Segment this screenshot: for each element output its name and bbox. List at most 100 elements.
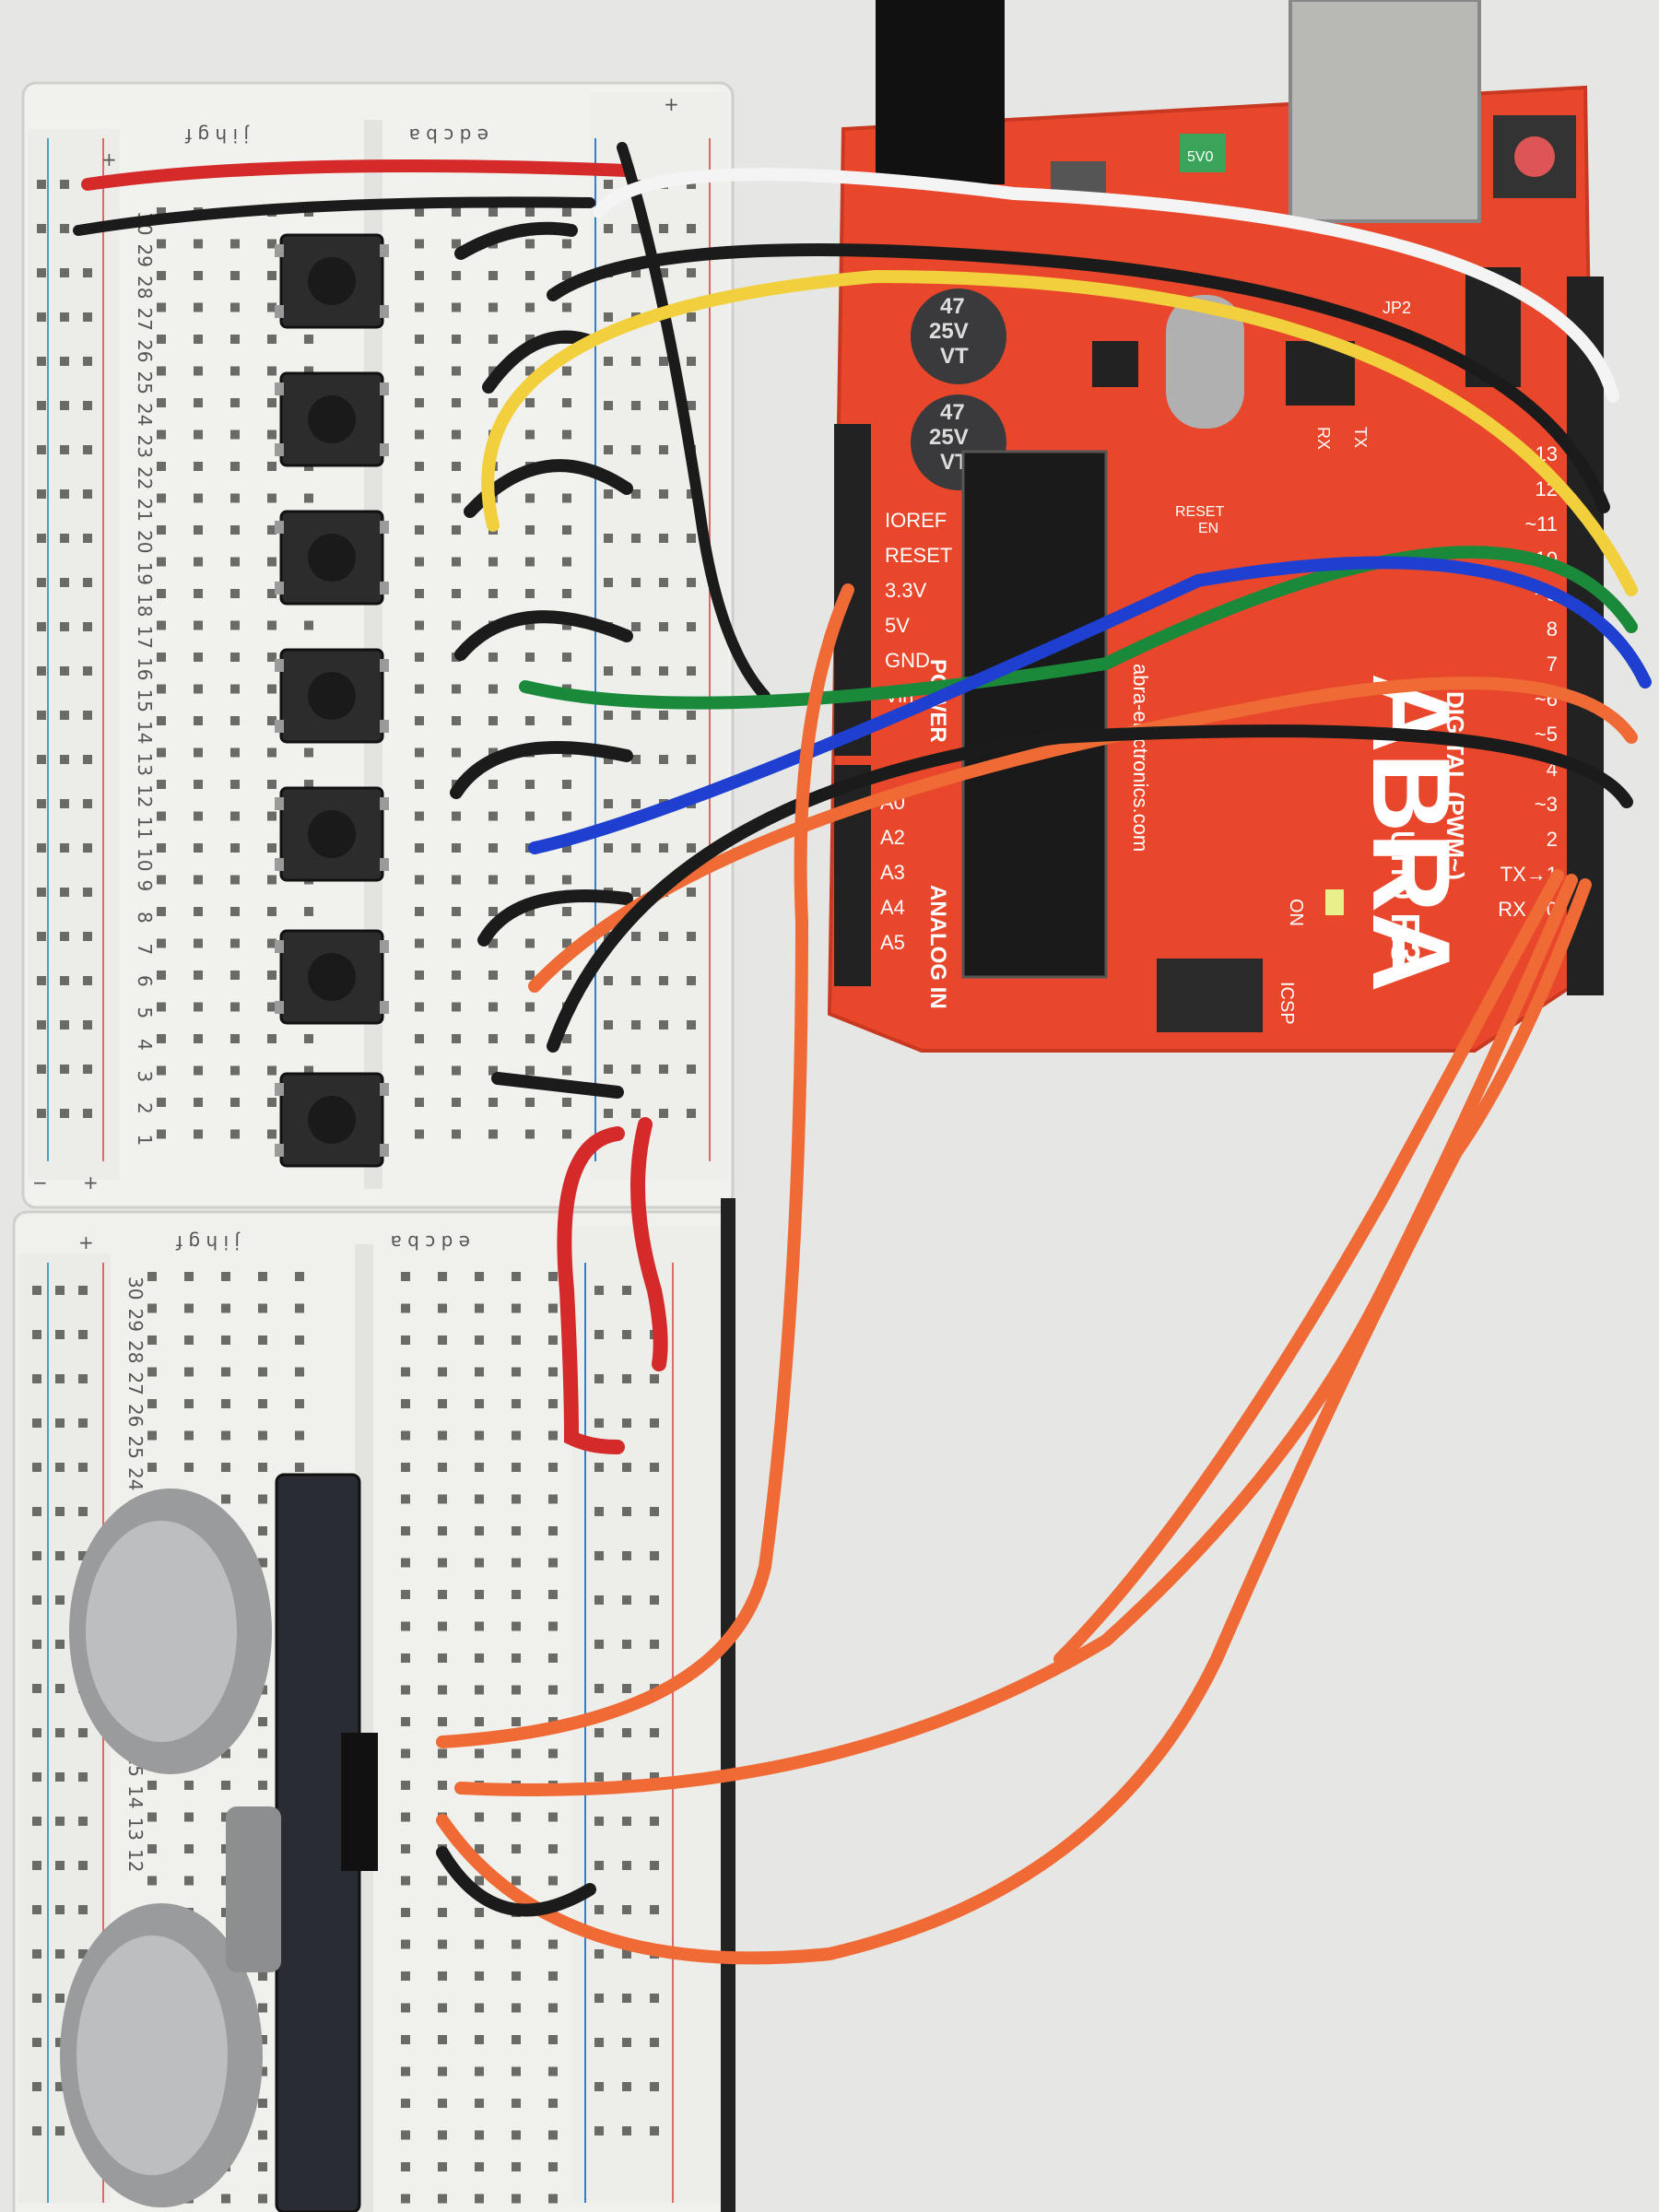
row-number: 28	[134, 276, 156, 299]
row-number: 4	[134, 1039, 156, 1051]
row-number: 22	[134, 466, 156, 489]
rx-label: RX	[1314, 427, 1333, 450]
pin-label: GND	[885, 649, 930, 672]
breadboard-top-row-numbers: 3029282726252423222120191817161514131211…	[134, 212, 156, 1146]
push-button[interactable]	[275, 233, 389, 329]
wire-red-jumper-1	[557, 1126, 625, 1454]
row-number: 2	[134, 1102, 156, 1114]
board-revision: R3	[1382, 912, 1428, 964]
row-number: 3	[134, 1071, 156, 1083]
wire-black-signal-1	[547, 243, 1610, 513]
board-url: abra-electronics.com	[1129, 664, 1152, 852]
pin-label: 2	[1547, 828, 1558, 851]
push-buttons	[275, 233, 389, 1168]
pin-label: ~3	[1535, 793, 1558, 816]
wire-blue	[528, 556, 1652, 854]
regulator	[1051, 161, 1106, 194]
tx-label: TX	[1351, 427, 1370, 448]
rail-plus-top-bottom: +	[83, 1171, 99, 1194]
svg-text:47: 47	[940, 294, 965, 319]
fuse	[1180, 134, 1226, 172]
row-number: 1	[134, 1135, 156, 1147]
en-label: EN	[1198, 521, 1218, 536]
breadboard-bottom-letters-left: j i h g f	[175, 1231, 241, 1253]
row-number: 5	[134, 1007, 156, 1019]
wire-orange-trig	[454, 874, 1578, 1796]
on-led	[1325, 889, 1344, 915]
wire-orange-gnd	[1053, 869, 1564, 1665]
ultrasonic-sensor	[60, 1473, 378, 2212]
push-button[interactable]	[275, 510, 389, 606]
wire-black-rail	[73, 196, 595, 236]
icsp-label: ICSP	[1277, 982, 1297, 1025]
row-number: 13	[124, 1818, 147, 1841]
wire-orange-echo	[436, 878, 1592, 1965]
row-number: 10	[134, 848, 156, 871]
arduino-board: 5V0 47 25V VT 47 25V VT ABRA uno	[827, 0, 1604, 1053]
wire-orange-vcc	[436, 583, 854, 1748]
row-number: 7	[134, 944, 156, 956]
wire-black-gnd	[617, 142, 771, 701]
icsp-header	[1157, 959, 1263, 1032]
power-jack	[876, 0, 1005, 184]
row-number: 24	[134, 403, 156, 426]
pin-label: ~5	[1535, 723, 1558, 746]
push-button[interactable]	[275, 786, 389, 882]
push-button[interactable]	[275, 648, 389, 744]
row-number: 8	[134, 912, 156, 924]
svg-text:25V: 25V	[929, 319, 969, 344]
wire-black-jumper-7	[491, 1072, 624, 1099]
row-number: 26	[134, 339, 156, 362]
crystal	[1166, 295, 1244, 429]
push-button[interactable]	[275, 929, 389, 1025]
row-number: 17	[134, 626, 156, 649]
breadboard-top-letters-right: e d c b a	[409, 124, 488, 147]
row-number: 25	[134, 371, 156, 394]
wire-black-jumper-4	[454, 610, 633, 661]
pin-label: 7	[1547, 653, 1558, 676]
breadboard-top-letters-left: j i h g f	[184, 124, 250, 147]
svg-text:VT: VT	[940, 344, 969, 369]
row-number: 24	[124, 1467, 147, 1490]
wire-black-jumper-1	[454, 221, 578, 260]
svg-text:25V: 25V	[929, 425, 969, 450]
wire-green	[519, 546, 1638, 710]
jp2-label: JP2	[1382, 299, 1411, 317]
reset-label: RESET	[1175, 504, 1225, 520]
row-number: 18	[134, 594, 156, 617]
row-number: 23	[134, 435, 156, 458]
row-number: 13	[134, 753, 156, 776]
row-number: 12	[134, 784, 156, 807]
row-number: 26	[124, 1404, 147, 1427]
row-number: 9	[134, 880, 156, 892]
row-number: 14	[134, 721, 156, 744]
wire-black-jumper-5	[450, 741, 633, 799]
push-button[interactable]	[275, 371, 389, 467]
row-number: 21	[134, 499, 156, 522]
push-button[interactable]	[275, 1072, 389, 1168]
row-number: 15	[134, 689, 156, 712]
rail-plus-top-right: +	[664, 93, 679, 115]
digital-label: DIGITAL (PWM~)	[1441, 691, 1469, 880]
rail-minus-top-bottom: −	[32, 1171, 48, 1194]
on-label: ON	[1286, 899, 1306, 926]
row-number: 6	[134, 975, 156, 987]
row-number: 27	[134, 308, 156, 331]
wire-black-jumper-2	[482, 330, 596, 394]
atmega-chip	[961, 450, 1108, 979]
rail-plus-top: +	[101, 148, 117, 171]
row-number: 16	[134, 657, 156, 680]
wire-black-jumper-6	[477, 889, 633, 947]
pin-label: 8	[1547, 618, 1558, 641]
row-number: 14	[124, 1785, 147, 1808]
pin-label: A4	[880, 896, 905, 919]
row-number: 20	[134, 530, 156, 553]
board-brand: ABRA	[1349, 673, 1473, 993]
wire-red-rail	[81, 159, 633, 191]
jumper-wires	[73, 142, 1652, 1965]
wire-yellow	[481, 269, 1638, 596]
usb-connector	[1288, 0, 1481, 223]
sensor-crystal	[226, 1806, 281, 1972]
sensor-header-pins	[341, 1733, 378, 1871]
